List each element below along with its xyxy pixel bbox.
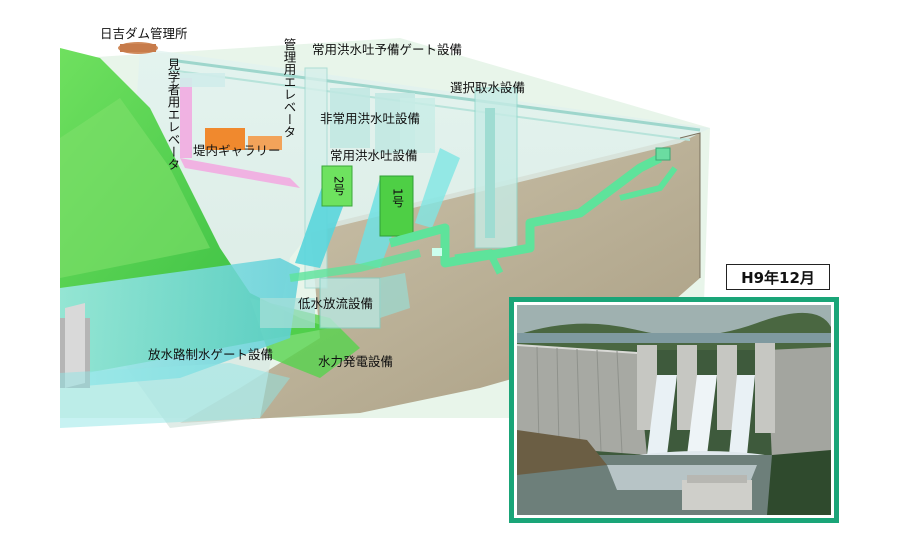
gate-1-box: [379, 175, 414, 237]
gate-2-box: [321, 165, 353, 207]
photo-date-label: H9年12月: [726, 264, 830, 290]
low-discharge-pipe: [388, 153, 663, 268]
dam-photo: [516, 305, 831, 515]
label-visitor-elevator: 見学者用エレベータ: [165, 58, 181, 171]
label-regular-spillway: 常用洪水吐設備: [330, 148, 418, 163]
label-hydro-power: 水力発電設備: [318, 354, 394, 369]
label-gate-1: 1号: [390, 188, 405, 208]
label-non-regular-spillway: 非常用洪水吐設備: [320, 111, 421, 126]
dam-photo-frame: [509, 297, 839, 523]
label-gate-2: 2号: [331, 176, 346, 196]
spillway-channel: [60, 258, 300, 388]
label-mgmt-elevator: 管理用エレベータ: [281, 38, 297, 138]
label-intake: 選択取水設備: [450, 80, 526, 95]
label-outlet-gate: 放水路制水ゲート設備: [148, 347, 274, 362]
label-low-discharge: 低水放流設備: [298, 296, 374, 311]
label-office: 日吉ダム管理所: [100, 26, 188, 41]
label-emergency-spill-gate: 常用洪水吐予備ゲート設備: [312, 42, 463, 57]
label-gallery: 堤内ギャラリー: [193, 143, 281, 158]
